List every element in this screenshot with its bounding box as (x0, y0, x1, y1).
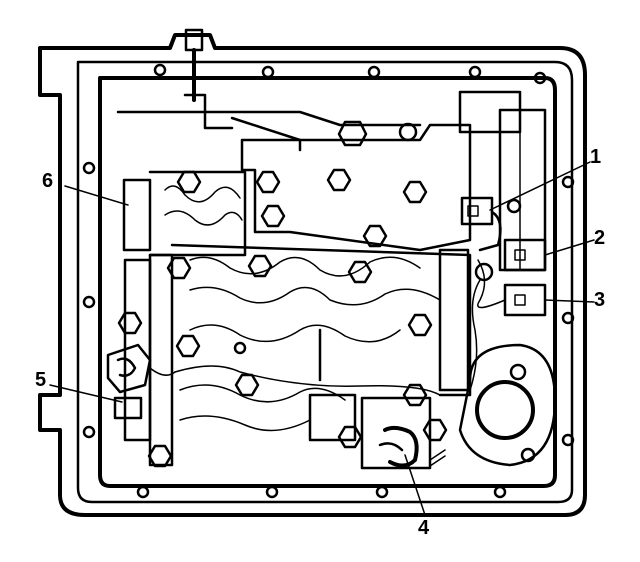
callout-5: 5 (35, 369, 46, 391)
accumulator-housing (458, 343, 557, 467)
leader-5 (49, 384, 123, 403)
wiring-harness (174, 279, 481, 396)
leader-1 (489, 161, 591, 211)
left-valve-section (122, 170, 247, 467)
callout-2: 2 (594, 227, 605, 249)
solenoid-5-assembly (106, 343, 176, 420)
callout-4: 4 (418, 517, 430, 539)
leader-2 (544, 239, 595, 256)
case-bolt-holes (82, 63, 575, 499)
callout-6: 6 (42, 170, 53, 192)
case-outline (38, 33, 587, 517)
solenoid-4-assembly (360, 396, 448, 470)
upper-valve-block (176, 90, 547, 272)
callout-labels: 1 2 3 4 5 6 (35, 146, 605, 539)
middle-valve-section (117, 243, 472, 468)
leader-6 (64, 185, 129, 206)
right-solenoids (460, 196, 547, 317)
leader-lines (49, 161, 595, 516)
callout-3: 3 (594, 289, 605, 311)
leader-4 (404, 454, 426, 516)
callout-1: 1 (590, 146, 601, 168)
leader-3 (544, 299, 595, 303)
